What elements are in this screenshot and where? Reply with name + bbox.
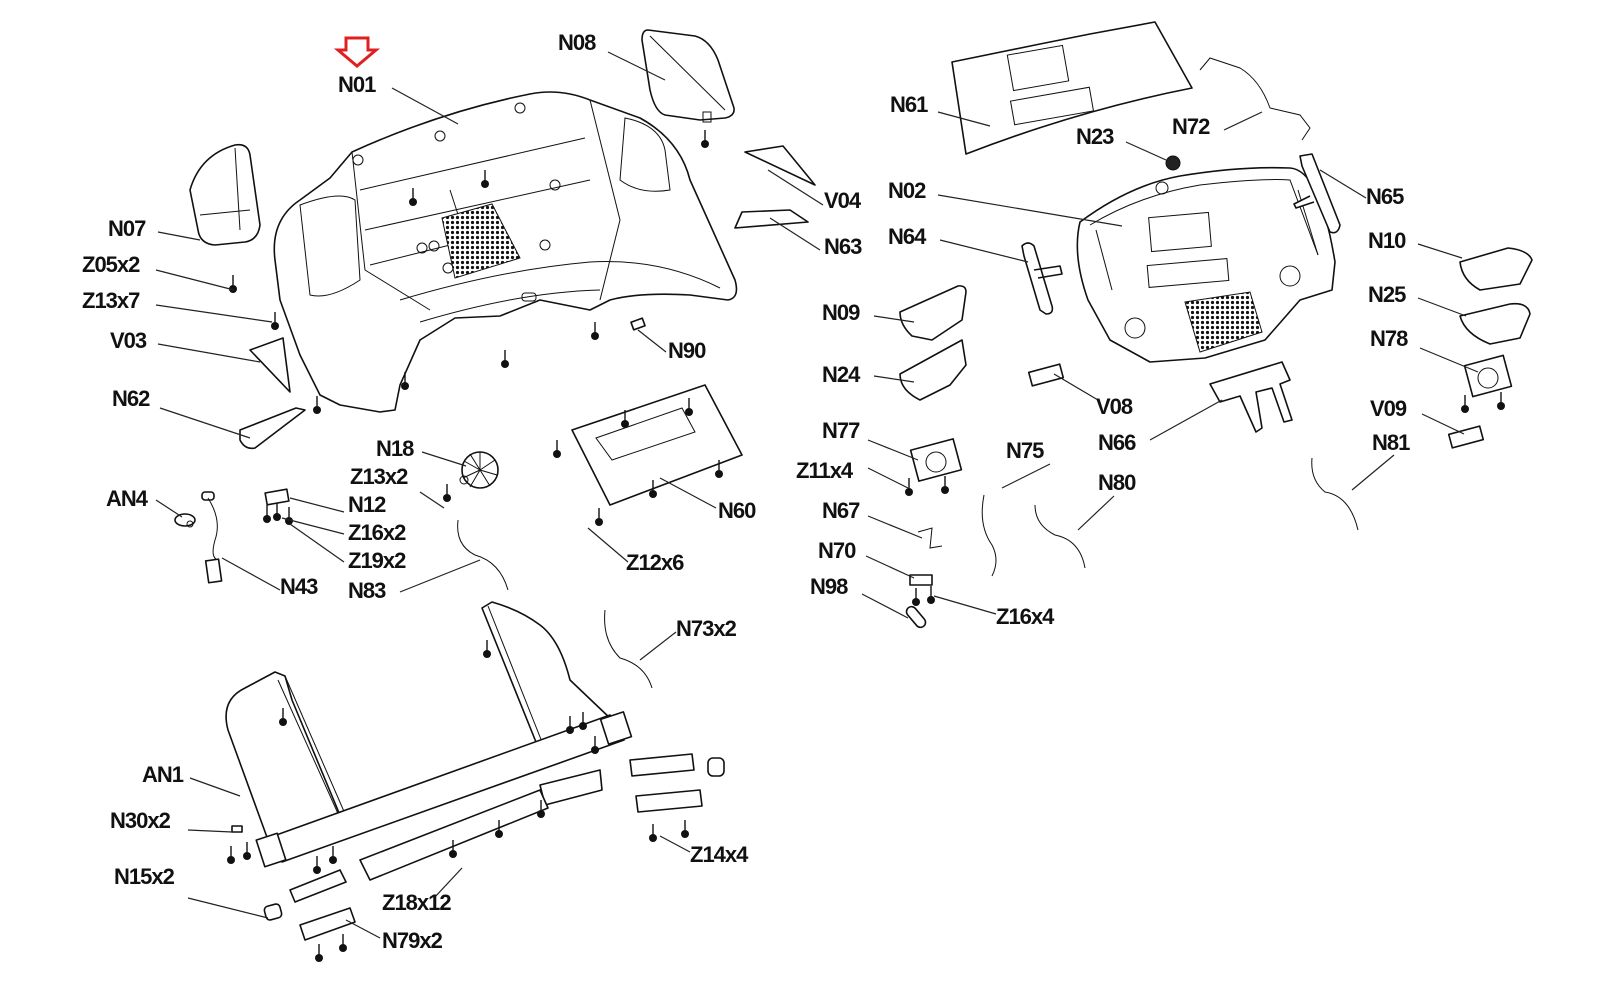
part-v04-decal[interactable] xyxy=(744,145,816,186)
label-n77[interactable]: N77 xyxy=(822,418,861,443)
label-n83[interactable]: N83 xyxy=(348,578,387,603)
part-n66-bracket[interactable] xyxy=(1209,361,1293,433)
label-n63[interactable]: N63 xyxy=(824,234,863,259)
part-n30-bracket[interactable] xyxy=(231,825,243,833)
label-z16x2[interactable]: Z16x2 xyxy=(348,520,407,545)
label-n02[interactable]: N02 xyxy=(888,178,927,203)
label-z12x6[interactable]: Z12x6 xyxy=(626,550,685,575)
part-v08-decal[interactable] xyxy=(1027,363,1065,387)
label-n73x2[interactable]: N73x2 xyxy=(676,616,738,641)
label-n67[interactable]: N67 xyxy=(822,498,861,523)
label-n01[interactable]: N01 xyxy=(338,72,377,97)
part-n79-cover[interactable] xyxy=(289,869,356,962)
label-v04[interactable]: V04 xyxy=(824,188,863,213)
label-n98[interactable]: N98 xyxy=(810,574,849,599)
part-n78-speaker[interactable] xyxy=(1460,354,1513,413)
label-n72[interactable]: N72 xyxy=(1172,114,1211,139)
label-n80[interactable]: N80 xyxy=(1098,470,1137,495)
label-n66[interactable]: N66 xyxy=(1098,430,1137,455)
part-n80-cable[interactable] xyxy=(1034,504,1086,569)
part-n62-trim[interactable] xyxy=(239,407,306,450)
part-n64-handle-insert[interactable] xyxy=(1021,242,1063,315)
part-n72-cable[interactable] xyxy=(1199,57,1311,141)
part-n98-clip[interactable] xyxy=(904,605,927,630)
part-n02-console-front[interactable] xyxy=(1076,166,1336,363)
label-an1[interactable]: AN1 xyxy=(142,762,185,787)
part-n10-cover[interactable] xyxy=(1459,247,1533,291)
label-n81[interactable]: N81 xyxy=(1372,430,1411,455)
label-z19x2[interactable]: Z19x2 xyxy=(348,548,407,573)
label-n07[interactable]: N07 xyxy=(108,216,147,241)
label-n60[interactable]: N60 xyxy=(718,498,757,523)
label-n62[interactable]: N62 xyxy=(112,386,151,411)
part-labels: N01 N08 N07 Z05x2 Z13x7 V03 N62 V04 N63 … xyxy=(82,30,1411,953)
label-n90[interactable]: N90 xyxy=(668,338,707,363)
label-n79x2[interactable]: N79x2 xyxy=(382,928,444,953)
label-n43[interactable]: N43 xyxy=(280,574,319,599)
part-n15-end-cap[interactable] xyxy=(263,903,283,921)
part-n67-clip[interactable] xyxy=(917,527,943,549)
part-n07-cup-holder[interactable] xyxy=(189,143,261,293)
part-n75-cable[interactable] xyxy=(981,494,997,577)
label-n23[interactable]: N23 xyxy=(1076,124,1115,149)
part-n25-cover[interactable] xyxy=(1459,302,1531,345)
label-an4[interactable]: AN4 xyxy=(106,486,150,511)
highlight-arrow-icon xyxy=(333,36,381,68)
part-n61-overlay[interactable] xyxy=(951,21,1193,155)
part-n65-handle-insert[interactable] xyxy=(1293,153,1341,234)
part-n60-control-board[interactable] xyxy=(552,384,743,526)
part-n18-fan[interactable] xyxy=(442,451,499,502)
part-n83-cable[interactable] xyxy=(457,519,509,591)
label-n09[interactable]: N09 xyxy=(822,300,861,325)
part-n77-speaker[interactable] xyxy=(904,438,963,496)
label-n61[interactable]: N61 xyxy=(890,92,929,117)
label-n65[interactable]: N65 xyxy=(1366,184,1405,209)
label-v08[interactable]: V08 xyxy=(1096,394,1134,419)
label-n08[interactable]: N08 xyxy=(558,30,597,55)
part-n12-switch[interactable] xyxy=(262,488,294,525)
label-n10[interactable]: N10 xyxy=(1368,228,1407,253)
label-z18x12[interactable]: Z18x12 xyxy=(382,890,452,915)
label-n70[interactable]: N70 xyxy=(818,538,857,563)
part-n09-cover[interactable] xyxy=(899,285,967,341)
label-n15x2[interactable]: N15x2 xyxy=(114,864,176,889)
label-n30x2[interactable]: N30x2 xyxy=(110,808,172,833)
label-n64[interactable]: N64 xyxy=(888,224,928,249)
label-n18[interactable]: N18 xyxy=(376,436,415,461)
part-z14-covers[interactable] xyxy=(629,753,725,842)
label-n12[interactable]: N12 xyxy=(348,492,387,517)
label-n75[interactable]: N75 xyxy=(1006,438,1045,463)
part-an1-frame[interactable] xyxy=(225,601,633,881)
label-n25[interactable]: N25 xyxy=(1368,282,1407,307)
part-n43-cable[interactable] xyxy=(201,491,223,584)
part-n01-console-housing[interactable] xyxy=(270,91,738,414)
part-an4-sensor[interactable] xyxy=(174,513,196,528)
label-v09[interactable]: V09 xyxy=(1370,396,1408,421)
part-n08-cup-holder[interactable] xyxy=(641,29,735,148)
part-v09-decal[interactable] xyxy=(1447,425,1485,449)
label-z13x7[interactable]: Z13x7 xyxy=(82,288,141,313)
label-n78[interactable]: N78 xyxy=(1370,326,1409,351)
label-z11x4[interactable]: Z11x4 xyxy=(796,458,855,483)
label-v03[interactable]: V03 xyxy=(110,328,148,353)
part-n81-cable[interactable] xyxy=(1311,457,1359,531)
part-n90-pad[interactable] xyxy=(630,317,646,331)
part-n23-knob[interactable] xyxy=(1165,155,1181,171)
label-z13x2[interactable]: Z13x2 xyxy=(350,464,409,489)
part-n24-cover[interactable] xyxy=(899,339,967,401)
label-z05x2[interactable]: Z05x2 xyxy=(82,252,141,277)
leader-lines xyxy=(155,51,1479,939)
label-n24[interactable]: N24 xyxy=(822,362,862,387)
part-v03-decal[interactable] xyxy=(249,337,291,393)
part-n70-bracket[interactable] xyxy=(909,574,936,606)
label-z16x4[interactable]: Z16x4 xyxy=(996,604,1056,629)
label-z14x4[interactable]: Z14x4 xyxy=(690,842,750,867)
part-n73-cable[interactable] xyxy=(604,609,653,689)
